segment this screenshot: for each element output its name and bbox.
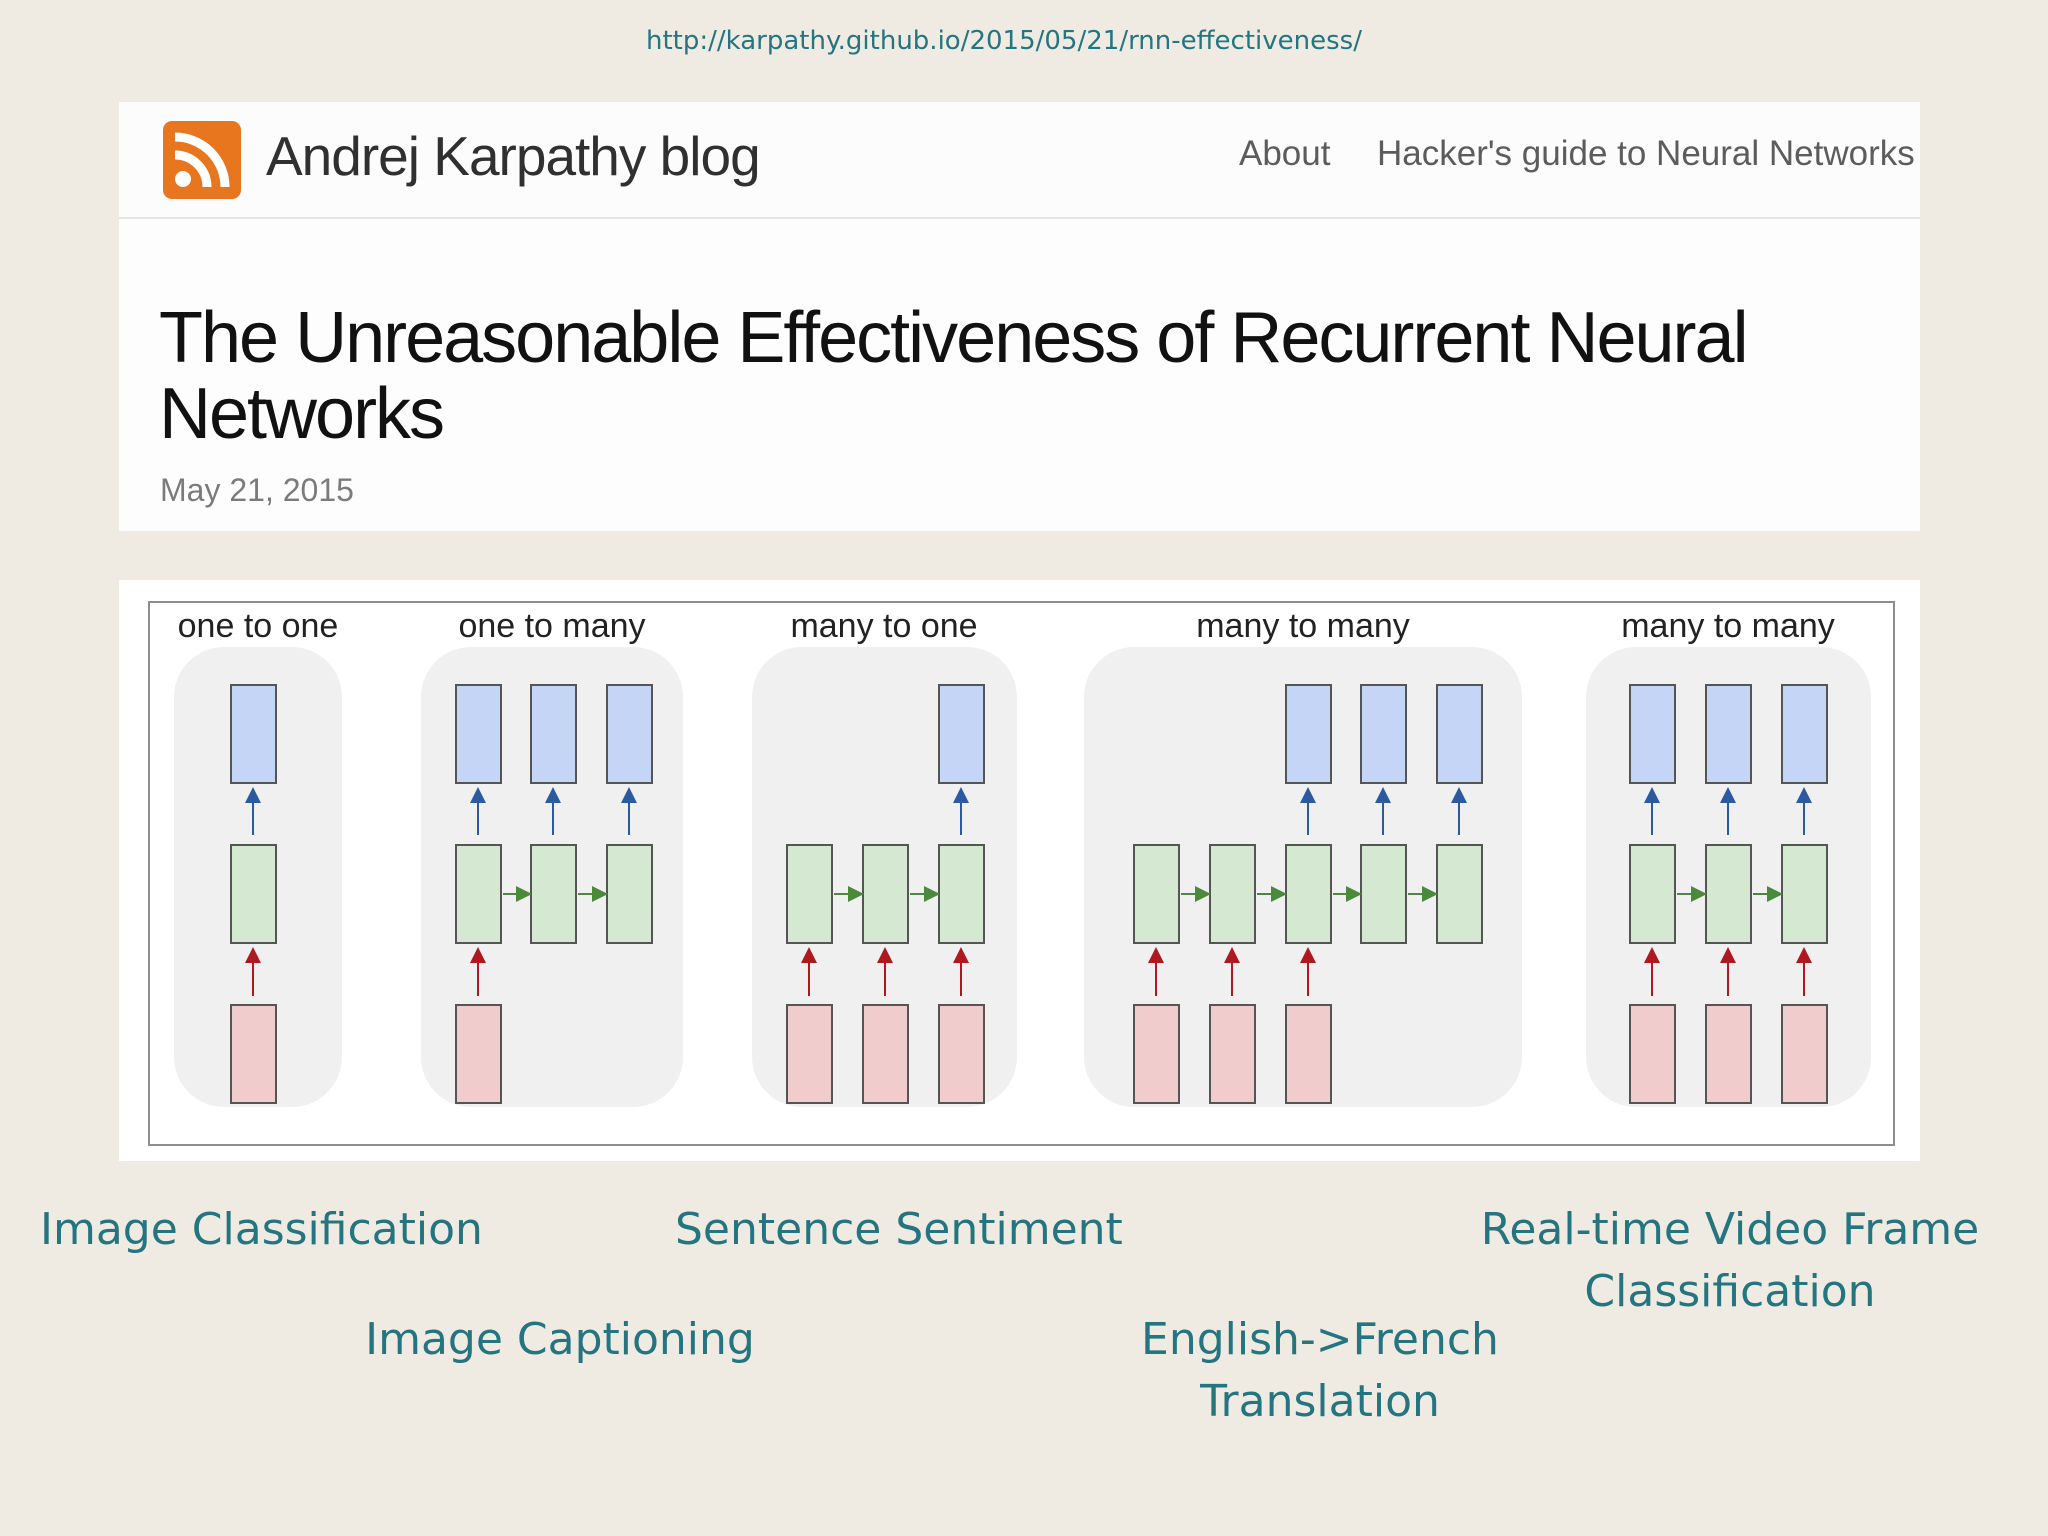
nav-about-link[interactable]: About [1239, 134, 1331, 173]
app-label-video-classification: Real-time Video Frame Classification [1480, 1204, 1980, 1317]
diagram-arrows [245, 787, 1812, 996]
rnn-diagram: one to one one to many many to one many … [119, 580, 1920, 1161]
panel-title: one to one [177, 607, 339, 645]
site-title[interactable]: Andrej Karpathy blog [266, 125, 761, 187]
nav-hackers-guide-link[interactable]: Hacker's guide to Neural Networks [1377, 134, 1915, 173]
input-box [786, 1004, 833, 1104]
output-box [1629, 684, 1676, 784]
diagram-frame: one to one one to many many to one many … [148, 601, 1895, 1146]
output-box [230, 684, 277, 784]
hidden-box [786, 844, 833, 944]
hidden-box [1781, 844, 1828, 944]
hidden-box [1436, 844, 1483, 944]
panel-title: many to many [1196, 607, 1410, 645]
output-box [1781, 684, 1828, 784]
output-box [1436, 684, 1483, 784]
hidden-box [230, 844, 277, 944]
input-box [230, 1004, 277, 1104]
input-box [1285, 1004, 1332, 1104]
panel-title: one to many [458, 607, 646, 645]
output-box [530, 684, 577, 784]
input-box [1209, 1004, 1256, 1104]
output-box [1360, 684, 1407, 784]
input-box [455, 1004, 502, 1104]
rss-icon[interactable] [163, 121, 241, 199]
input-box [1629, 1004, 1676, 1104]
source-url[interactable]: http://karpathy.github.io/2015/05/21/rnn… [646, 26, 1362, 56]
input-box [1133, 1004, 1180, 1104]
output-box [1705, 684, 1752, 784]
input-box [938, 1004, 985, 1104]
app-label-translation: English->French Translation [1141, 1314, 1499, 1427]
hidden-box [1133, 844, 1180, 944]
hidden-box [455, 844, 502, 944]
app-label-image-classification: Image Classification [40, 1204, 483, 1255]
output-box [455, 684, 502, 784]
app-label-image-captioning: Image Captioning [365, 1314, 755, 1365]
output-box [606, 684, 653, 784]
output-box [1285, 684, 1332, 784]
app-label-sentence-sentiment: Sentence Sentiment [675, 1204, 1123, 1255]
post-date: May 21, 2015 [160, 472, 354, 508]
input-box [1781, 1004, 1828, 1104]
hidden-box [862, 844, 909, 944]
hidden-box [1629, 844, 1676, 944]
panel-title: many to many [1621, 607, 1835, 645]
blog-header: Andrej Karpathy blog About Hacker's guid… [119, 102, 1920, 219]
input-box [862, 1004, 909, 1104]
output-box [938, 684, 985, 784]
panel-title: many to one [790, 607, 978, 645]
post-title: The Unreasonable Effectiveness of Recurr… [159, 298, 1749, 454]
blog-screenshot: Andrej Karpathy blog About Hacker's guid… [119, 102, 1920, 531]
hidden-box [1209, 844, 1256, 944]
input-box [1705, 1004, 1752, 1104]
